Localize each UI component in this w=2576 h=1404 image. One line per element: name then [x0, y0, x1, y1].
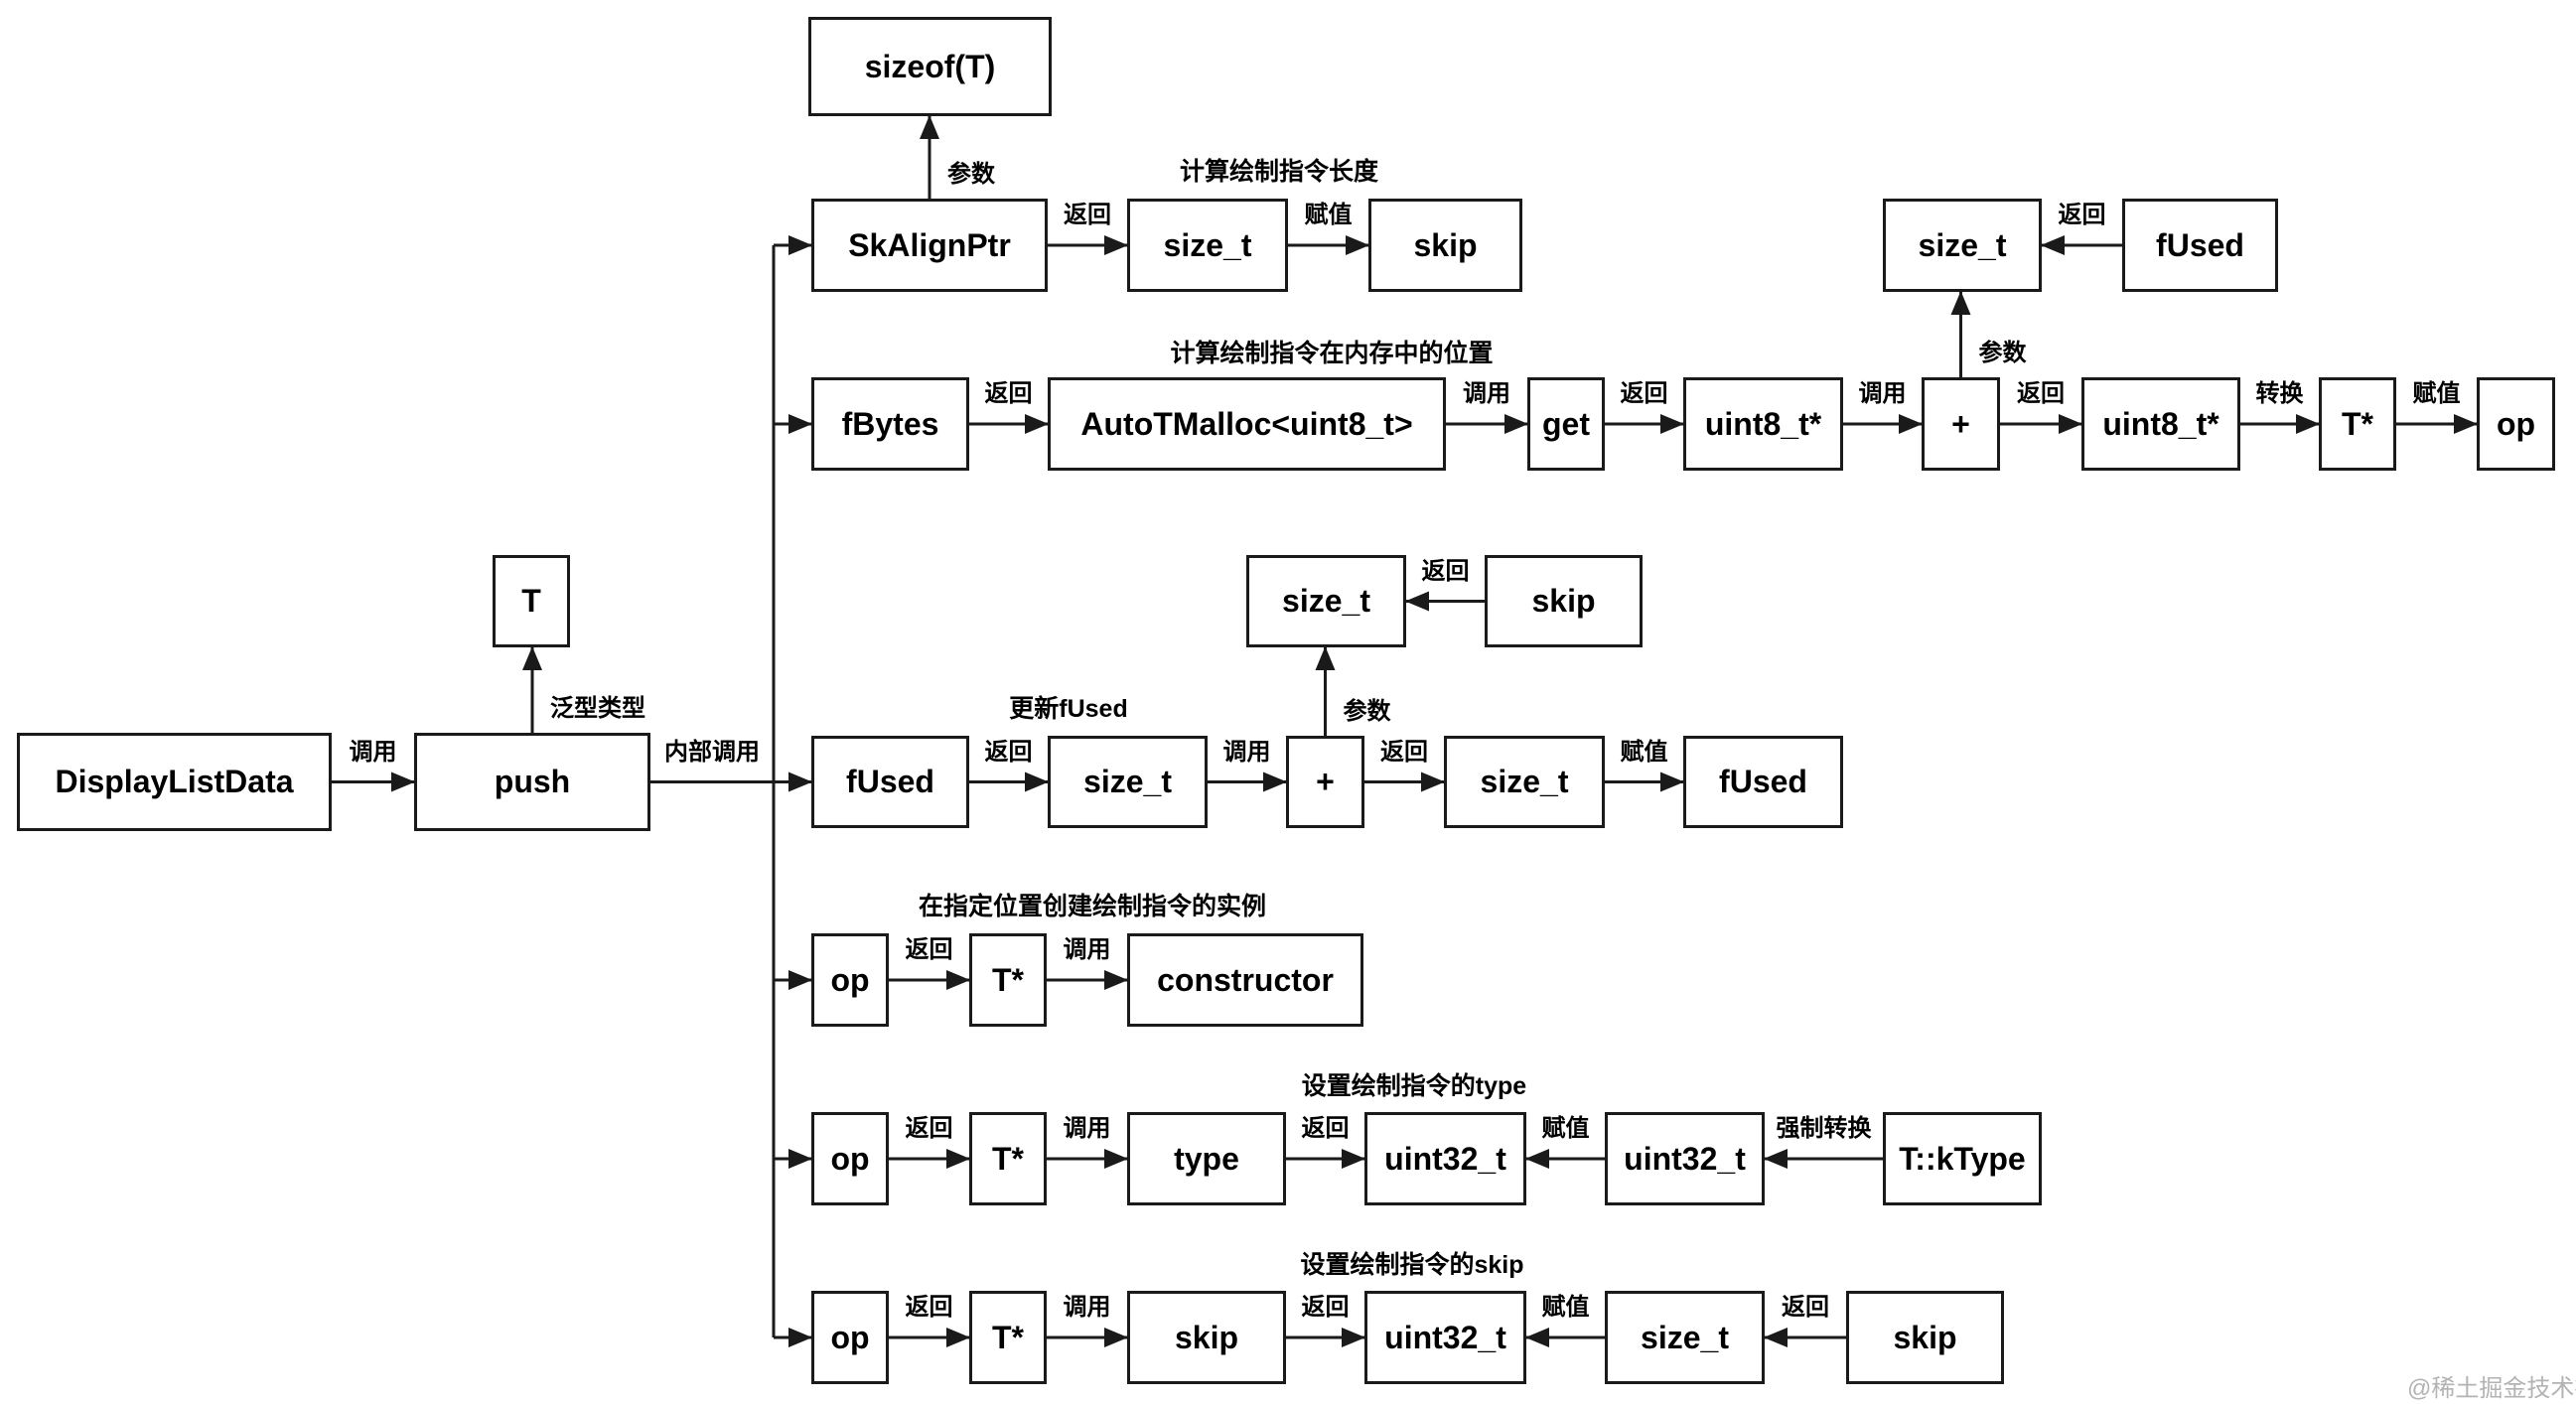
edge-label: 返回 [1782, 1294, 1829, 1321]
edge-label: 返回 [2058, 202, 2106, 228]
edge-label: 调用 [1463, 380, 1510, 407]
node-uint32c: uint32_t [1364, 1291, 1526, 1384]
annotation: 计算绘制指令长度 [1179, 158, 1379, 186]
node-skip6b: skip [1846, 1291, 2004, 1384]
edge-label: 调用 [1063, 1115, 1111, 1142]
edge-label: 调用 [1858, 380, 1907, 407]
edge-label: 赋值 [1620, 738, 1668, 766]
node-sizet3b: size_t [1444, 736, 1605, 828]
annotation: 在指定位置创建绘制指令的实例 [918, 893, 1267, 920]
edge-label: 返回 [1064, 202, 1111, 228]
edge-label: 赋值 [1304, 202, 1353, 228]
node-tstar4: T* [969, 933, 1047, 1027]
edge-label: 赋值 [1541, 1294, 1590, 1321]
edge-label: 内部调用 [664, 738, 760, 766]
node-sizet_mid: size_t [1246, 555, 1406, 647]
edge-label: 参数 [1343, 698, 1391, 725]
node-fused3: fUsed [811, 736, 969, 828]
node-dld: DisplayListData [17, 733, 332, 831]
node-fused3b: fUsed [1683, 736, 1843, 828]
node-fbytes: fBytes [811, 377, 969, 471]
edge-label: 转换 [2255, 380, 2304, 407]
edge-label: 强制转换 [1776, 1115, 1872, 1142]
node-sizet1: size_t [1127, 199, 1288, 292]
node-ctor: constructor [1127, 933, 1363, 1027]
edge-label: 返回 [905, 936, 953, 963]
watermark: @稀土掘金技术社区 [2407, 1375, 2576, 1402]
node-push: push [414, 733, 650, 831]
edge-label: 返回 [984, 380, 1033, 407]
edge-label: 调用 [1063, 1294, 1111, 1321]
node-skip6: skip [1127, 1291, 1286, 1384]
node-op4: op [811, 933, 889, 1027]
edge-label: 返回 [1421, 557, 1470, 585]
node-skalignptr: SkAlignPtr [811, 199, 1048, 292]
edge-label: 返回 [1380, 738, 1428, 766]
edge-label: 调用 [1222, 738, 1271, 766]
node-fused_tr: fUsed [2122, 199, 2278, 292]
edge-label: 返回 [1301, 1294, 1350, 1321]
annotation: 更新fUsed [1009, 695, 1128, 723]
annotation: 计算绘制指令在内存中的位置 [1170, 340, 1494, 367]
node-tstar5: T* [969, 1112, 1047, 1205]
annotation: 设置绘制指令的type [1301, 1072, 1527, 1100]
node-sizet6: size_t [1605, 1291, 1765, 1384]
edge-label: 泛型类型 [550, 695, 645, 722]
node-plus2: + [1922, 377, 2000, 471]
edge-label: 赋值 [2412, 380, 2461, 407]
node-uint32b: uint32_t [1605, 1112, 1765, 1205]
edge-label: 参数 [947, 161, 995, 188]
edge-label: 返回 [984, 738, 1033, 766]
node-plus3: + [1286, 736, 1364, 828]
node-skip_mid: skip [1485, 555, 1643, 647]
edge-label: 返回 [2017, 380, 2065, 407]
edge-label: 赋值 [1541, 1115, 1590, 1142]
node-op2: op [2477, 377, 2555, 471]
edge-label: 返回 [1301, 1115, 1350, 1142]
node-t: T [493, 555, 570, 647]
node-tstar6: T* [969, 1291, 1047, 1384]
node-tstar2: T* [2319, 377, 2396, 471]
edge-label: 参数 [1978, 340, 2027, 366]
edge-label: 返回 [905, 1115, 953, 1142]
node-skip1: skip [1368, 199, 1522, 292]
node-op5: op [811, 1112, 889, 1205]
edge-label: 调用 [1063, 936, 1111, 963]
node-op6: op [811, 1291, 889, 1384]
node-type5: type [1127, 1112, 1286, 1205]
node-get: get [1527, 377, 1605, 471]
annotation: 设置绘制指令的skip [1300, 1251, 1524, 1279]
edge-label: 返回 [905, 1294, 953, 1321]
edge-label: 返回 [1620, 380, 1668, 407]
edge-label: 调用 [349, 738, 397, 766]
node-sizet3a: size_t [1048, 736, 1208, 828]
node-sizet_tr: size_t [1883, 199, 2042, 292]
node-uint32a: uint32_t [1364, 1112, 1526, 1205]
node-uint8a: uint8_t* [1683, 377, 1843, 471]
node-autotmalloc: AutoTMalloc<uint8_t> [1048, 377, 1446, 471]
node-ktype: T::kType [1883, 1112, 2042, 1205]
node-uint8b: uint8_t* [2081, 377, 2240, 471]
node-sizeoft: sizeof(T) [808, 17, 1052, 116]
